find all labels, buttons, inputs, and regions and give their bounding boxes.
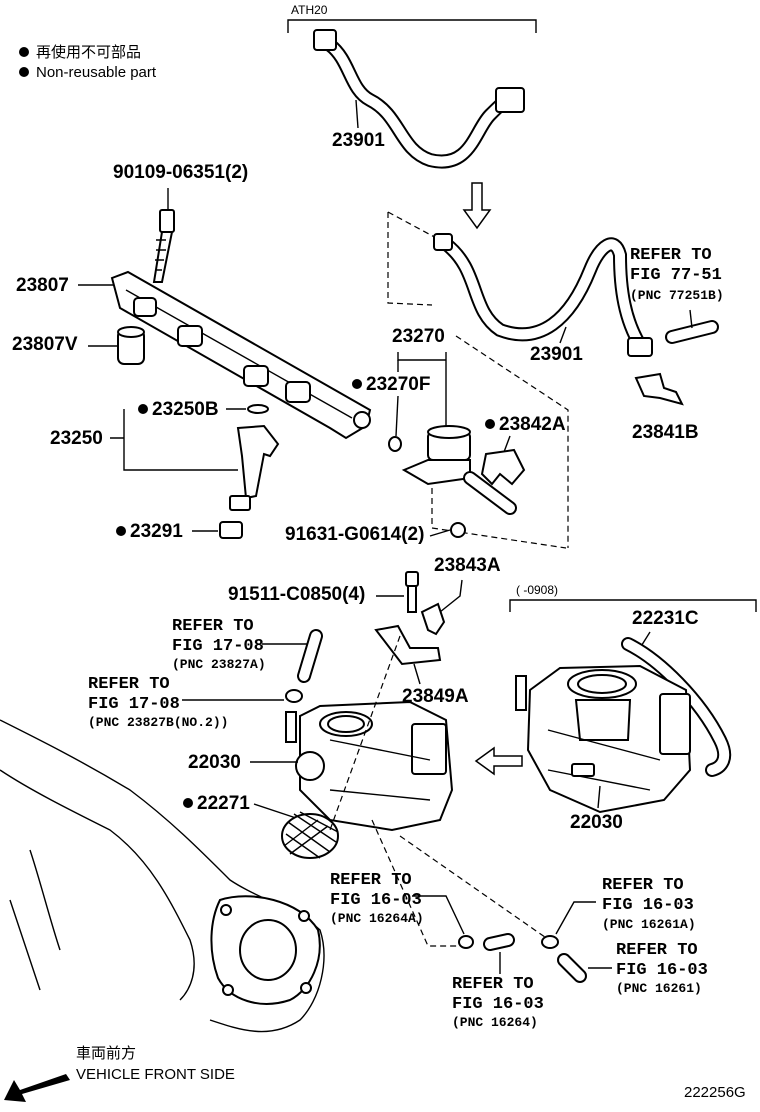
diagram-code: 222256G (684, 1084, 746, 1101)
ref-16d-line2[interactable]: FIG 16-03 (616, 961, 708, 980)
direction-jp: 車両前方 (76, 1045, 136, 1062)
throttle-body-22030-right (515, 664, 692, 814)
arrow-left-icon (474, 746, 523, 776)
variant-header: ATH20 (287, 3, 537, 33)
non-reusable-dot-icon (183, 798, 193, 808)
seal-23291 (219, 521, 243, 539)
ref-17a-line3[interactable]: (PNC 23827A) (172, 657, 266, 672)
clip-23827b (285, 689, 303, 703)
ref-16c-line3[interactable]: (PNC 16261A) (602, 917, 696, 932)
ref-17a-line2[interactable]: FIG 17-08 (172, 637, 264, 656)
ref-17b-line1[interactable]: REFER TO (88, 675, 170, 694)
direction-en: VEHICLE FRONT SIDE (76, 1066, 235, 1083)
part-22030-left[interactable]: 22030 (188, 752, 241, 773)
legend-jp: 再使用不可部品 (36, 44, 141, 61)
part-23849A[interactable]: 23849A (402, 686, 469, 707)
pipe-16264 (483, 933, 515, 951)
ref-16a-line3[interactable]: (PNC 16264A) (330, 911, 424, 926)
part-23901-top[interactable]: 23901 (332, 130, 385, 151)
gasket-22271 (281, 811, 339, 859)
ref-16b-line3[interactable]: (PNC 16264) (452, 1015, 538, 1030)
non-reusable-dot-icon (138, 404, 148, 414)
variant-header-label: ATH20 (291, 3, 328, 17)
ref-16d-line1[interactable]: REFER TO (616, 941, 698, 960)
ref-77-line3[interactable]: (PNC 77251B) (630, 288, 724, 303)
front-arrow-icon (4, 1074, 70, 1102)
pipe-16261 (557, 953, 587, 983)
part-23842A[interactable]: 23842A (499, 414, 566, 435)
pipe-23827a (297, 629, 323, 683)
hose-22231c (621, 637, 732, 777)
ref-17b-line3[interactable]: (PNC 23827B(NO.2)) (88, 715, 228, 730)
part-23807[interactable]: 23807 (16, 275, 69, 296)
ref-77-line1[interactable]: REFER TO (630, 246, 712, 265)
bolt-91511 (405, 571, 419, 613)
throttle-body-22030-left (285, 700, 454, 832)
clamp-23841b (634, 372, 684, 406)
legend-en: Non-reusable part (36, 64, 157, 81)
part-22231C[interactable]: 22231C (632, 608, 699, 629)
legend: 再使用不可部品 Non-reusable part (19, 44, 157, 81)
ref-16b-line2[interactable]: FIG 16-03 (452, 995, 544, 1014)
clip-16264a (458, 935, 474, 949)
non-reusable-dot-icon (19, 67, 29, 77)
part-23291[interactable]: 23291 (130, 521, 183, 542)
hose-23901-mid (433, 233, 653, 357)
fuel-rail-23807 (110, 270, 372, 440)
part-23250B[interactable]: 23250B (152, 399, 219, 420)
non-reusable-dot-icon (19, 47, 29, 57)
injector-23250 (229, 424, 280, 511)
part-23270F[interactable]: 23270F (366, 374, 430, 395)
part-23901-mid[interactable]: 23901 (530, 344, 583, 365)
part-90109[interactable]: 90109-06351(2) (113, 162, 248, 183)
hose-23901-top (313, 29, 525, 169)
part-23843A[interactable]: 23843A (434, 555, 501, 576)
oring-23250b (247, 404, 269, 414)
pipe-77251b (665, 320, 719, 344)
sensor-23843a (420, 602, 446, 636)
ref-16b-line1[interactable]: REFER TO (452, 975, 534, 994)
non-reusable-dot-icon (485, 419, 495, 429)
oring-23270f (388, 436, 402, 452)
insulator-23807v (117, 326, 145, 365)
intake-manifold (0, 719, 325, 1033)
bolt-90109 (152, 209, 175, 283)
screw-91631 (450, 522, 466, 538)
clip-16261a (541, 935, 559, 949)
part-22030-right[interactable]: 22030 (570, 812, 623, 833)
clip-23842a (480, 448, 526, 486)
ref-16c-line2[interactable]: FIG 16-03 (602, 896, 694, 915)
date-range-label: ( -0908) (516, 583, 558, 597)
bracket-23849a (374, 624, 442, 666)
part-91631[interactable]: 91631-G0614(2) (285, 524, 424, 545)
ref-17a-line1[interactable]: REFER TO (172, 617, 254, 636)
ref-16a-line1[interactable]: REFER TO (330, 871, 412, 890)
non-reusable-dot-icon (352, 379, 362, 389)
non-reusable-dot-icon (116, 526, 126, 536)
ref-16c-line1[interactable]: REFER TO (602, 876, 684, 895)
part-23807V[interactable]: 23807V (12, 334, 78, 355)
ref-16d-line3[interactable]: (PNC 16261) (616, 981, 702, 996)
ref-77-line2[interactable]: FIG 77-51 (630, 266, 722, 285)
ref-17b-line2[interactable]: FIG 17-08 (88, 695, 180, 714)
part-23250[interactable]: 23250 (50, 428, 103, 449)
part-91511[interactable]: 91511-C0850(4) (228, 584, 365, 605)
part-23841B[interactable]: 23841B (632, 422, 699, 443)
part-23270[interactable]: 23270 (392, 326, 445, 347)
ref-16a-line2[interactable]: FIG 16-03 (330, 891, 422, 910)
part-22271[interactable]: 22271 (197, 793, 250, 814)
regulator-23270 (401, 425, 517, 515)
arrow-down-icon (462, 182, 492, 230)
